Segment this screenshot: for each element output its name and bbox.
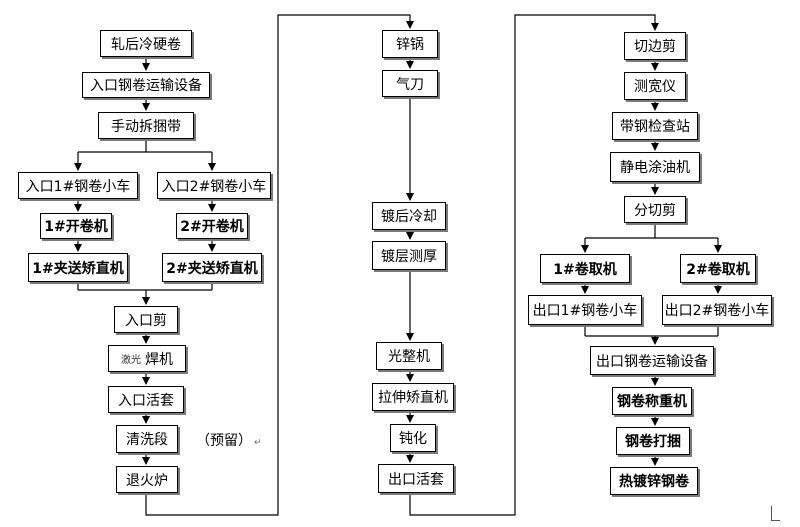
step-pinch-leveler-2: 2#夹送矫直机 xyxy=(162,253,262,282)
step-coil-strapping: 钢卷打捆 xyxy=(616,427,690,455)
reserved-note: （预留）↵ xyxy=(196,430,262,450)
step-entry-shear: 入口剪 xyxy=(114,306,178,333)
paragraph-mark-icon: ↵ xyxy=(254,438,262,448)
step-laser-welder: 激光 焊机 xyxy=(108,345,186,372)
welder-label: 焊机 xyxy=(145,351,173,368)
step-pinch-leveler-1: 1#夹送矫直机 xyxy=(28,253,128,282)
step-cold-rolled-coil: 轧后冷硬卷 xyxy=(100,30,192,57)
step-zinc-pot: 锌锅 xyxy=(382,30,438,58)
step-cleaning-section: 清洗段 xyxy=(116,425,178,453)
step-tension-leveler: 拉伸矫直机 xyxy=(372,383,454,411)
link-c2-to-c3 xyxy=(409,14,659,516)
step-width-gauge: 测宽仪 xyxy=(624,72,686,100)
step-coil-weighing: 钢卷称重机 xyxy=(612,387,692,415)
step-entry-coil-conveyor: 入口钢卷运输设备 xyxy=(82,72,210,98)
reserved-note-text: （预留） xyxy=(196,433,252,449)
step-entry-coil-car-2: 入口2#钢卷小车 xyxy=(157,172,271,199)
step-side-trimmer: 切边剪 xyxy=(624,32,686,60)
step-manual-strap-removal: 手动拆捆带 xyxy=(98,112,194,139)
step-exit-coil-car-1: 出口1#钢卷小车 xyxy=(528,295,642,325)
step-coiler-2: 2#卷取机 xyxy=(680,254,756,283)
step-strip-inspection-station: 带钢检查站 xyxy=(612,112,698,140)
step-uncoiler-2: 2#开卷机 xyxy=(176,213,248,239)
step-dividing-shear: 分切剪 xyxy=(624,196,686,223)
step-skin-pass-mill: 光整机 xyxy=(376,342,442,370)
step-exit-coil-car-2: 出口2#钢卷小车 xyxy=(662,295,772,325)
step-coating-thickness-gauge: 镀层测厚 xyxy=(372,241,446,270)
step-air-knife: 气刀 xyxy=(382,70,438,97)
welder-prefix: 激光 xyxy=(121,355,141,366)
step-post-coating-cooling: 镀后冷却 xyxy=(372,202,446,230)
step-exit-coil-conveyor: 出口钢卷运输设备 xyxy=(590,346,714,375)
step-annealing-furnace: 退火炉 xyxy=(116,466,178,493)
step-entry-coil-car-1: 入口1#钢卷小车 xyxy=(18,172,138,199)
step-entry-looper: 入口活套 xyxy=(108,386,184,413)
step-passivation: 钝化 xyxy=(390,424,436,452)
step-coiler-1: 1#卷取机 xyxy=(540,254,630,283)
step-uncoiler-1: 1#开卷机 xyxy=(40,213,112,239)
step-electrostatic-oiler: 静电涂油机 xyxy=(610,152,700,182)
page-corner-mark xyxy=(771,506,780,521)
step-exit-looper: 出口活套 xyxy=(378,464,454,493)
step-galvanized-coil: 热镀锌钢卷 xyxy=(610,467,698,495)
link-c1-to-c2 xyxy=(145,14,414,516)
